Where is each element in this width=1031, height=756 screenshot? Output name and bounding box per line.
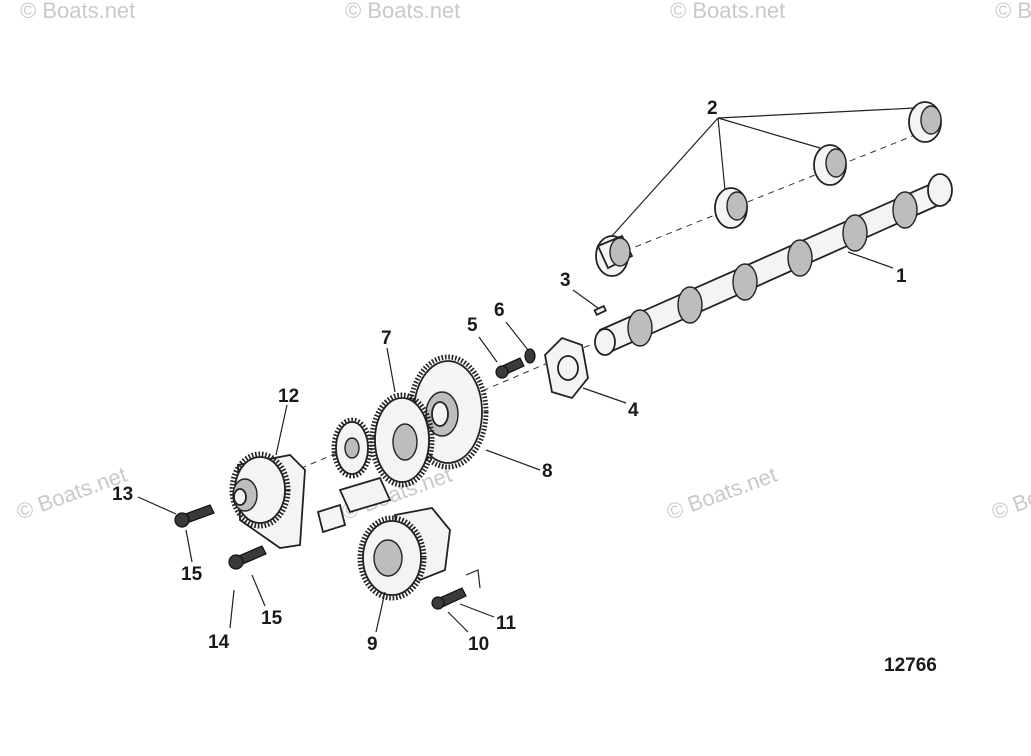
callout-4: 4 [628, 400, 639, 421]
cam-bearing-1 [595, 234, 634, 277]
washer-6 [524, 348, 536, 364]
assembly-axis [249, 124, 941, 491]
callout-labels: 1 2 3 4 5 6 7 8 9 10 11 12 13 14 15 15 1… [112, 98, 937, 676]
bolt-5 [495, 357, 525, 379]
watermark: © Boats.net [670, 0, 785, 23]
watermark: © Boats.net [345, 0, 460, 23]
callout-15a: 15 [181, 564, 203, 585]
drawing-number: 12766 [884, 655, 937, 676]
watermark: © Boats.net [663, 462, 780, 525]
callout-9: 9 [367, 634, 378, 655]
callout-1: 1 [896, 266, 907, 287]
bolt-13 [174, 504, 215, 528]
watermark: © Boats.net [988, 462, 1031, 525]
callout-10: 10 [468, 634, 489, 655]
idler-gear [369, 392, 435, 488]
camshaft [594, 173, 953, 356]
cam-bearing-2 [714, 187, 748, 229]
callout-2: 2 [707, 98, 718, 119]
callout-7: 7 [381, 328, 392, 349]
callout-15b: 15 [261, 608, 283, 629]
callout-6: 6 [494, 300, 505, 321]
cam-bearing-4 [908, 101, 942, 143]
callout-3: 3 [560, 270, 571, 291]
woodruff-key [593, 304, 607, 317]
watermark: © Boats.net [995, 0, 1031, 23]
watermark: © Boats.net [20, 0, 135, 23]
leader-lines [137, 107, 916, 633]
bolt-14 [228, 545, 267, 570]
crankshaft-gear [229, 451, 306, 549]
callout-8: 8 [542, 461, 553, 482]
callout-14: 14 [208, 632, 230, 653]
callout-11: 11 [496, 613, 517, 634]
callout-13: 13 [112, 484, 133, 505]
cam-bearing-3 [813, 144, 847, 186]
thrust-plate [544, 336, 589, 400]
callout-5: 5 [467, 315, 478, 336]
bolt-10 [431, 587, 467, 610]
idler-gear-small [331, 417, 373, 479]
pump-drive-gear [316, 476, 451, 601]
callout-12: 12 [278, 386, 299, 407]
